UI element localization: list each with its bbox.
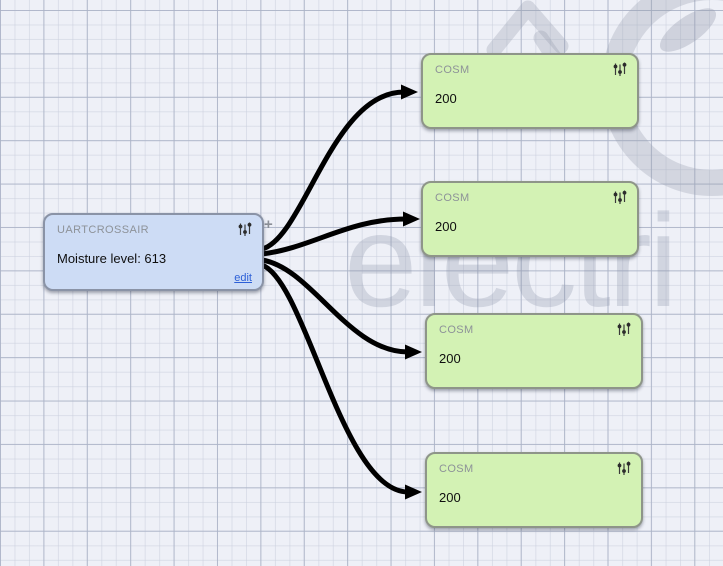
edge-source-to-cosm-2[interactable] bbox=[259, 211, 420, 257]
node-value: 200 bbox=[439, 351, 461, 366]
node-cosm-1[interactable]: COSM 200 bbox=[421, 53, 639, 129]
sliders-icon[interactable] bbox=[237, 221, 253, 237]
edge-source-to-cosm-1[interactable] bbox=[259, 84, 418, 252]
node-uartcrossair[interactable]: UARTCROSSAIR Moisture level: 613 edit bbox=[43, 213, 264, 291]
sliders-icon[interactable] bbox=[612, 61, 628, 77]
node-title: COSM bbox=[439, 463, 474, 475]
edge-source-to-cosm-4[interactable] bbox=[259, 262, 422, 500]
node-title: COSM bbox=[435, 64, 470, 76]
sliders-icon[interactable] bbox=[616, 460, 632, 476]
node-title: COSM bbox=[439, 324, 474, 336]
node-title: COSM bbox=[435, 192, 470, 204]
node-cosm-4[interactable]: COSM 200 bbox=[425, 452, 643, 528]
node-cosm-3[interactable]: COSM 200 bbox=[425, 313, 643, 389]
edit-link[interactable]: edit bbox=[234, 272, 252, 284]
node-cosm-2[interactable]: COSM 200 bbox=[421, 181, 639, 257]
node-value: 200 bbox=[439, 490, 461, 505]
node-value: 200 bbox=[435, 219, 457, 234]
node-value: 200 bbox=[435, 91, 457, 106]
node-title: UARTCROSSAIR bbox=[57, 224, 149, 236]
sliders-icon[interactable] bbox=[616, 321, 632, 337]
sliders-icon[interactable] bbox=[612, 189, 628, 205]
node-value: Moisture level: 613 bbox=[57, 251, 167, 266]
edge-source-to-cosm-3[interactable] bbox=[259, 257, 422, 360]
add-connection-button[interactable]: + bbox=[264, 216, 273, 233]
